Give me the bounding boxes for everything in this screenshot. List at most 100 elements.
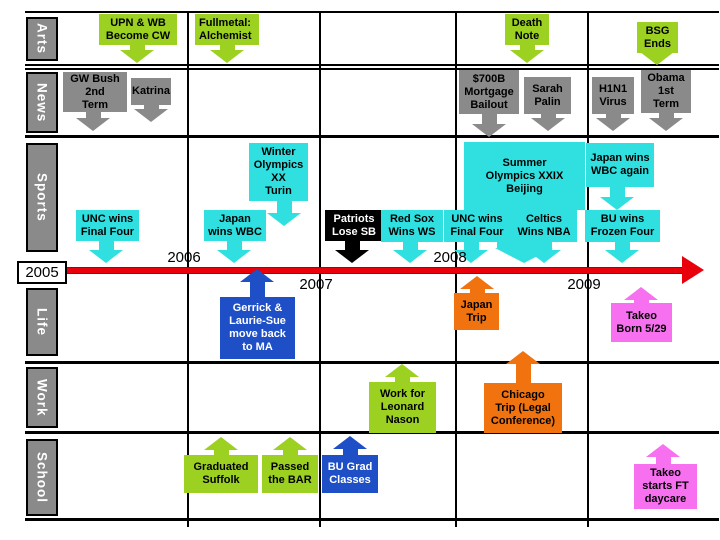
event-arrow-head-japan-wins-wbc [217,250,251,263]
event-text-line: Suffolk [202,474,240,486]
event-text-line: the BAR [268,474,312,486]
event-text-line: Note [514,29,540,42]
row-label-work: Work [26,367,58,428]
row-label-text-news: News [34,82,50,123]
event-text-line: Death [511,16,543,29]
event-text-line: Winter [261,146,296,158]
event-text-line: Olympics XXIX [485,169,564,182]
row-label-text-arts: Arts [34,23,50,55]
event-arrow-head-upn-wb-become-cw [120,50,154,63]
event-arrow-shaft-700b-mortgage-bailout [481,114,497,124]
event-text-line: Japan [219,212,251,225]
year-label-2007: 2007 [299,276,333,293]
event-arrow-shaft-bu-grad-classes [342,449,358,455]
event-text-line: Passed [270,461,310,473]
event-text-line: WBC again [590,165,650,177]
event-text-line: BU wins [600,213,645,225]
event-text-line: Graduated [193,461,249,473]
event-arrow-shaft-upn-wb-become-cw [129,45,145,50]
grid-hline [25,64,719,66]
event-text-line: Chicago [501,388,545,401]
event-text-line: Classes [329,474,371,486]
event-text-line: Laurie-Sue [229,315,286,327]
event-text-line: Celtics [525,213,563,225]
event-arrow-head-bu-grad-classes [333,436,367,449]
event-text-line: Fullmetal: [199,16,251,29]
event-text-line: Leonard [380,401,425,413]
event-text-line: Frozen Four [590,226,655,238]
event-arrow-shaft-takeo-born [633,300,649,303]
event-text-line: Olympics [253,159,304,171]
event-arrow-head-red-sox-win-ws [393,250,427,263]
event-text-line: Palin [534,95,561,108]
event-text-line: Term [652,98,680,110]
event-arrow-head-700b-mortgage-bailout [472,124,506,137]
row-label-text-work: Work [34,378,50,417]
event-text-line: Bailout [470,98,508,111]
event-text-line: Virus [599,95,627,108]
event-arrow-head-unc-final-four-2008 [454,250,488,263]
event-text-line: Turin [265,185,292,197]
event-arrow-shaft-unc-final-four-2005 [98,241,114,250]
grid-hline [25,518,719,521]
event-arrow-head-takeo-starts-ft-daycare [646,444,680,457]
event-arrow-shaft-red-sox-win-ws [402,242,418,250]
event-text-line: Trip (Legal [495,401,551,414]
year-2005-box: 2005 [17,261,67,284]
event-arrow-shaft-fullmetal-alchemist [219,45,235,50]
row-label-sports: Sports [26,143,58,252]
event-arrow-head-celtics-win-nba [527,250,561,263]
event-text-line: daycare [644,493,687,505]
event-text-line: Nason [385,414,420,426]
event-arrow-head-patriots-lose-sb [335,250,369,263]
event-text-line: BU Grad [327,461,373,473]
event-arrow-head-passed-the-bar [273,437,307,450]
event-text-line: Japan wins [590,152,650,164]
event-arrow-head-h1n1-virus [596,118,630,131]
event-text-line: Red Sox [389,213,434,225]
event-arrow-shaft-gw-bush-2nd-term [85,112,101,118]
event-text-line: Obama [647,72,685,84]
event-fullmetal-alchemist: Fullmetal:Alchemist [195,14,259,45]
grid-hline [25,361,719,364]
event-arrow-head-chicago-trip-legal-conference [506,351,540,364]
event-text-line: Mortgage [464,85,514,98]
event-text-line: BSG [645,24,670,37]
event-arrow-shaft-winter-olympics-turin [276,201,292,213]
event-text-line: Japan [460,298,493,311]
event-text-line: Beijing [506,182,543,195]
event-arrow-shaft-death-note [519,45,535,50]
row-label-text-sports: Sports [34,173,50,222]
event-arrow-shaft-takeo-starts-ft-daycare [655,457,671,464]
row-label-school: School [26,439,58,516]
event-text-line: $700B [472,72,506,85]
event-arrow-shaft-katrina [143,105,159,109]
event-arrow-head-work-for-leonard-nason [385,364,419,377]
event-text-line: Takeo [650,467,681,479]
event-text-line: Katrina [132,85,170,97]
event-arrow-head-death-note [510,50,544,63]
row-label-text-life: Life [34,307,50,336]
event-arrow-shaft-celtics-win-nba [536,242,552,250]
event-text-line: UNC wins [81,212,134,225]
event-text-line: move back [229,328,286,340]
event-arrow-shaft-sarah-palin [540,114,556,118]
grid-hline [25,135,719,138]
event-text-line: Ends [644,37,671,50]
row-label-news: News [26,72,58,133]
event-text-line: Trip [466,311,487,324]
event-arrow-head-obama-1st-term [649,118,683,131]
